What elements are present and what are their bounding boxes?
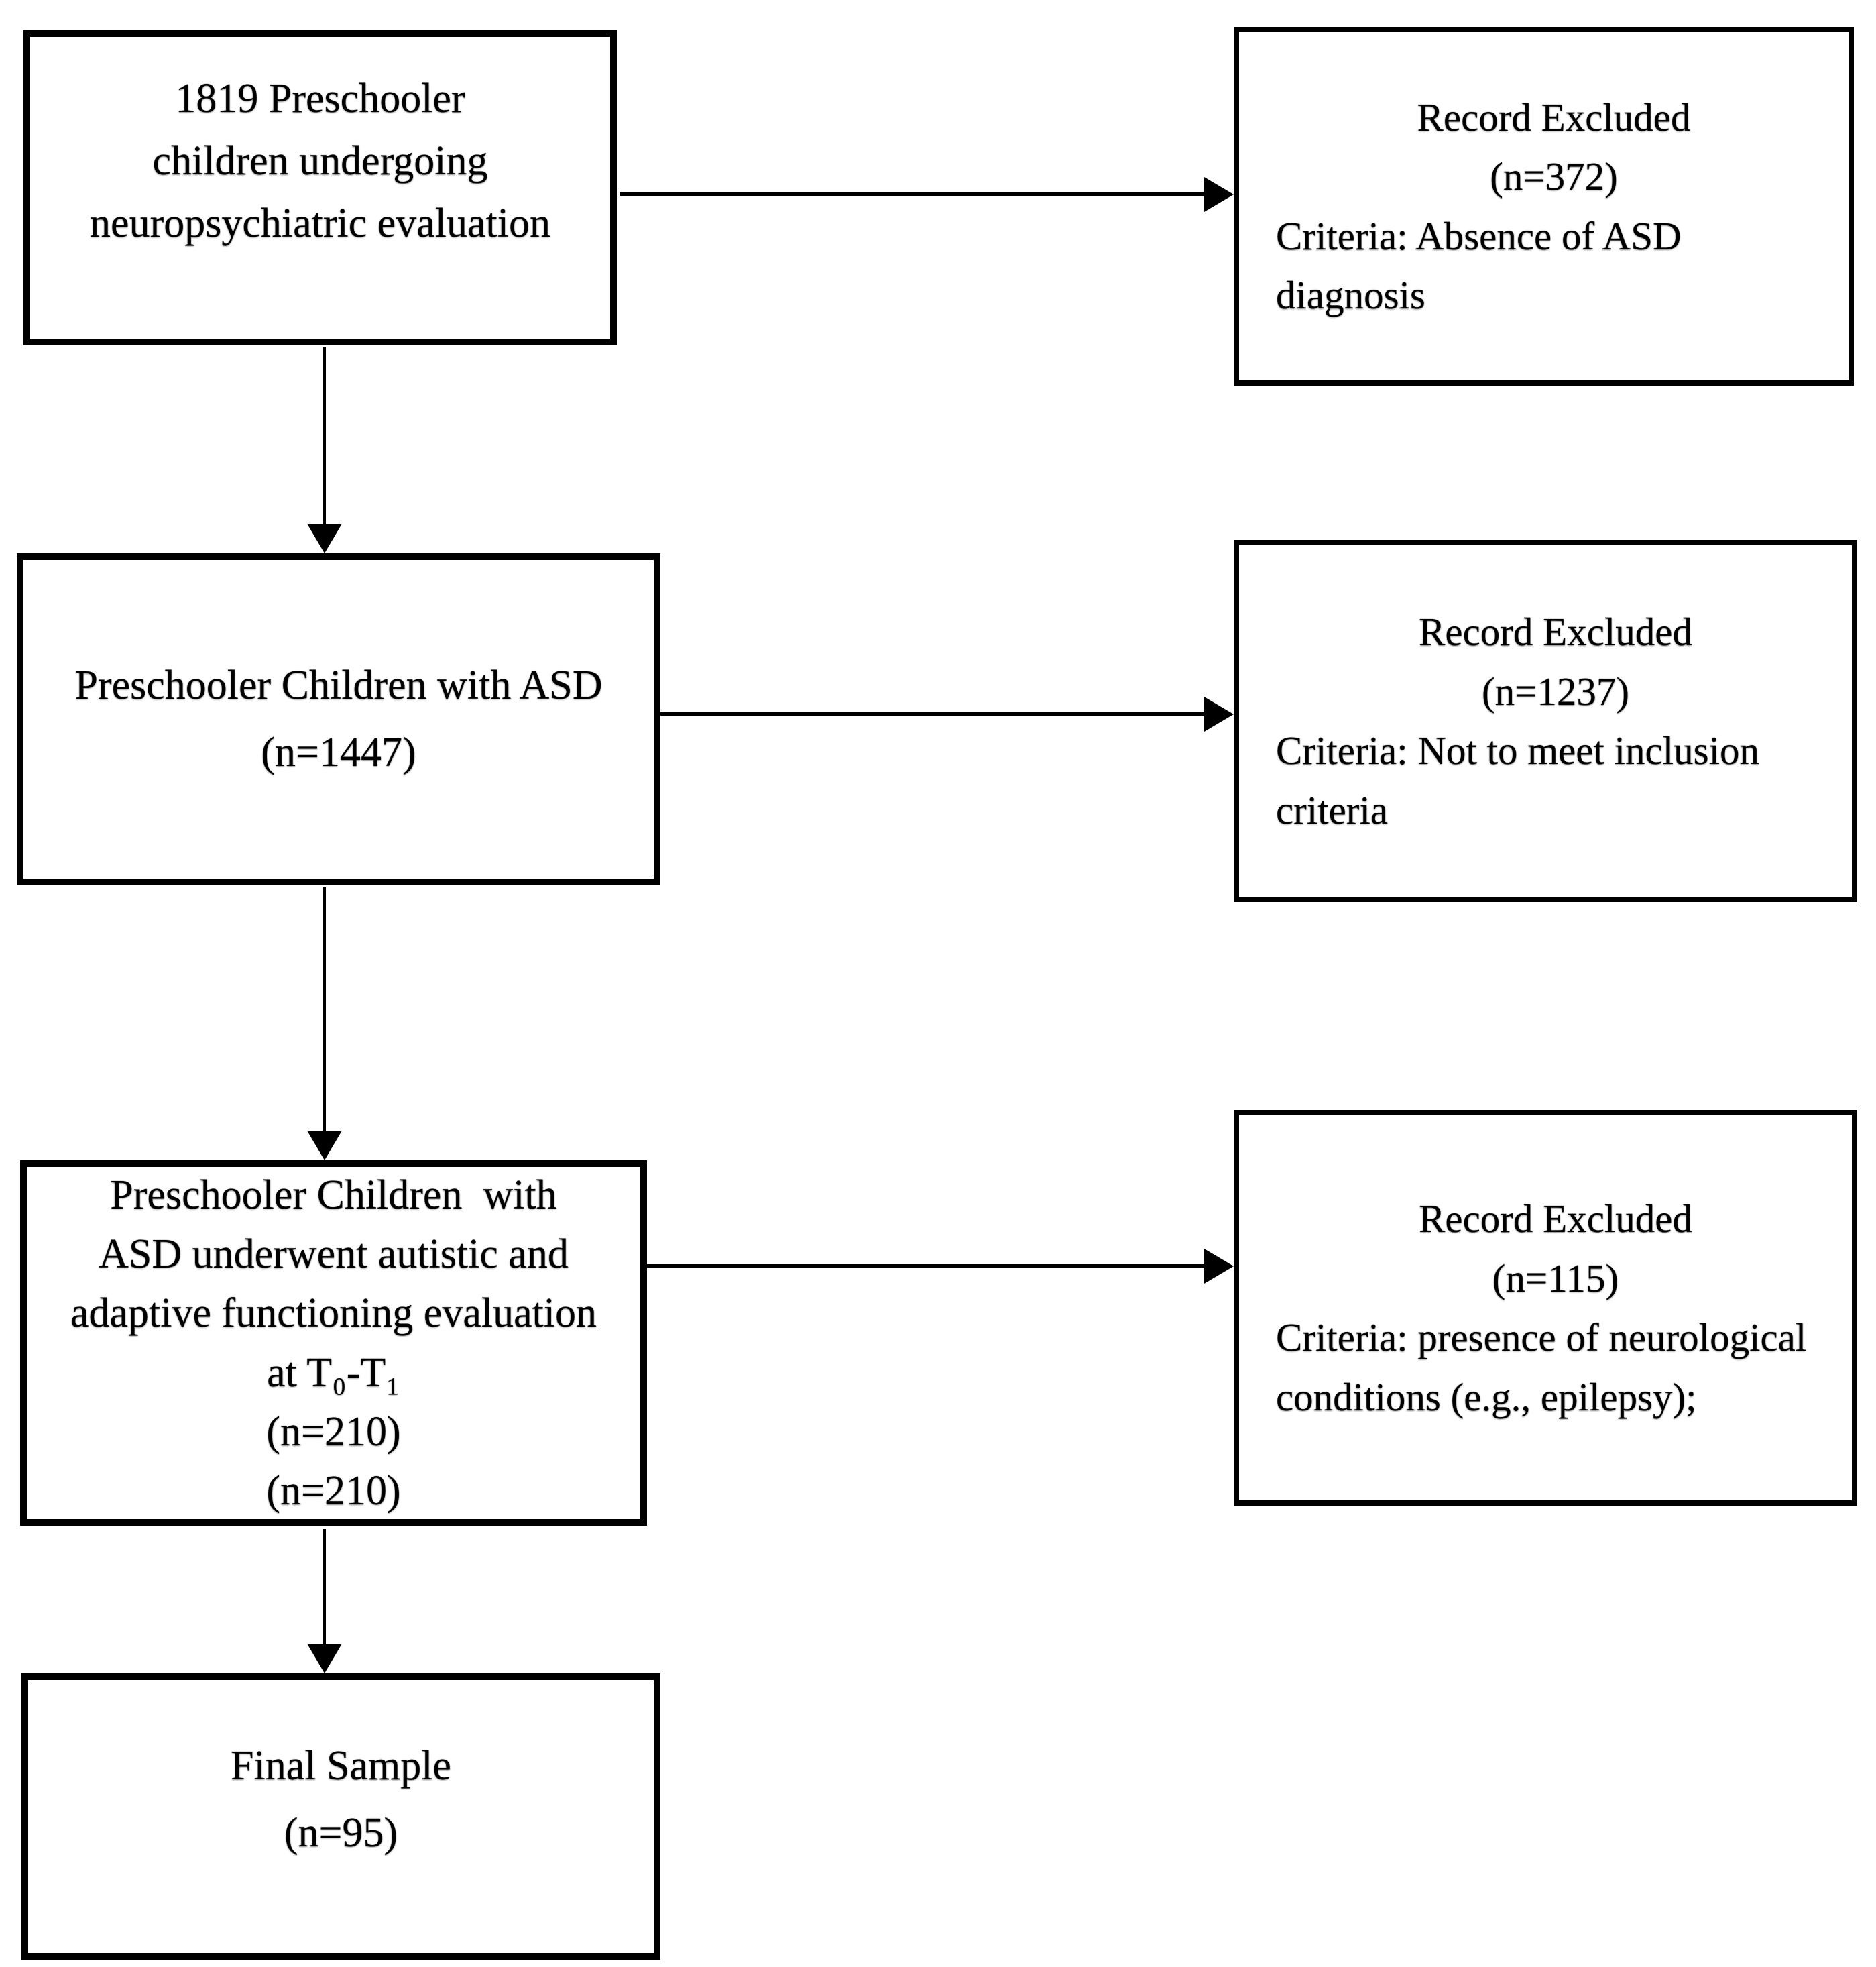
box-asd-evaluated-line-1: Preschooler Children with xyxy=(110,1172,557,1219)
arrow-to-excluded-2 xyxy=(660,696,1234,732)
box-initial-sample: 1819 Preschooler children undergoing neu… xyxy=(23,30,617,345)
box-asd-evaluated-timepoints: at T₀-T₁ xyxy=(267,1349,400,1396)
box-excluded-1: Record Excluded (n=372) Criteria: Absenc… xyxy=(1234,27,1854,386)
arrow-evaluated-to-final xyxy=(307,1529,342,1673)
arrowhead-right-icon xyxy=(1204,696,1234,732)
box-asd-children-line-1: Preschooler Children with ASD xyxy=(74,663,603,709)
box-excluded-3-criteria: Criteria: presence of neurological condi… xyxy=(1276,1315,1816,1419)
box-final-sample-count: (n=95) xyxy=(284,1809,398,1856)
arrowhead-down-icon xyxy=(307,1644,342,1673)
box-initial-sample-line-2: children undergoing xyxy=(152,137,488,184)
arrow-to-excluded-1 xyxy=(620,176,1234,212)
box-excluded-2-title: Record Excluded xyxy=(1419,610,1692,654)
arrow-to-excluded-3 xyxy=(647,1248,1234,1284)
box-excluded-3: Record Excluded (n=115) Criteria: presen… xyxy=(1234,1110,1857,1506)
box-excluded-3-count: (n=115) xyxy=(1492,1255,1619,1300)
box-asd-evaluated-line-3: adaptive functioning evaluation xyxy=(70,1290,597,1337)
arrowhead-down-icon xyxy=(307,524,342,553)
box-final-sample: Final Sample (n=95) xyxy=(21,1673,660,1960)
arrowhead-right-icon xyxy=(1204,176,1234,212)
arrow-asd-to-evaluated xyxy=(307,887,342,1160)
box-excluded-1-count: (n=372) xyxy=(1490,154,1618,199)
box-asd-evaluated: Preschooler Children with ASD underwent … xyxy=(20,1160,647,1526)
arrow-initial-to-asd xyxy=(307,347,342,553)
box-asd-evaluated-line-2: ASD underwent autistic and xyxy=(99,1231,569,1278)
box-asd-children: Preschooler Children with ASD (n=1447) xyxy=(17,553,660,885)
box-asd-children-count: (n=1447) xyxy=(261,729,416,775)
box-excluded-1-criteria: Criteria: Absence of ASD diagnosis xyxy=(1276,213,1692,318)
box-excluded-2: Record Excluded (n=1237) Criteria: Not t… xyxy=(1234,540,1857,902)
box-initial-sample-line-1: 1819 Preschooler xyxy=(175,75,465,121)
arrowhead-right-icon xyxy=(1204,1248,1234,1284)
box-excluded-2-count: (n=1237) xyxy=(1481,669,1630,714)
box-excluded-2-criteria: Criteria: Not to meet inclusion criteria xyxy=(1276,728,1769,832)
box-asd-evaluated-count-1: (n=210) xyxy=(266,1408,401,1455)
arrowhead-down-icon xyxy=(307,1131,342,1160)
box-final-sample-line-1: Final Sample xyxy=(231,1743,451,1789)
box-initial-sample-line-3: neuropsychiatric evaluation xyxy=(90,200,550,246)
box-excluded-1-title: Record Excluded xyxy=(1417,95,1691,139)
box-excluded-3-title: Record Excluded xyxy=(1419,1196,1692,1241)
box-asd-evaluated-count-2: (n=210) xyxy=(266,1467,401,1514)
